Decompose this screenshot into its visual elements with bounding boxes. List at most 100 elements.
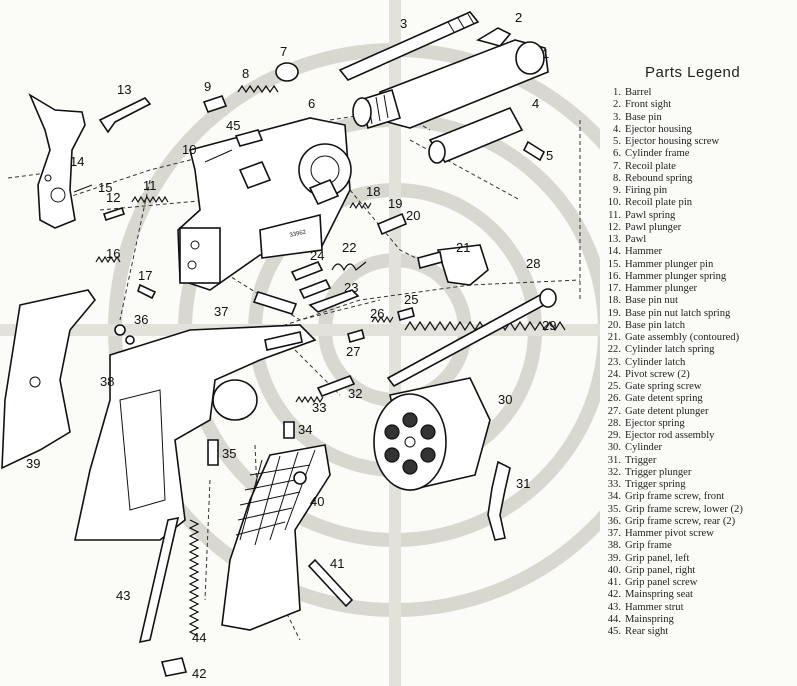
legend-item: 11.Pawl spring <box>598 210 797 222</box>
legend-item-label: Base pin nut latch spring <box>625 307 731 319</box>
callout-23: 23 <box>344 280 358 295</box>
legend-item-number: 45. <box>607 626 621 637</box>
legend-item-label: Grip panel screw <box>625 577 698 588</box>
callout-29: 29 <box>542 318 556 333</box>
mainspring-seat <box>160 657 188 677</box>
legend-item-label: Ejector housing screw <box>625 136 720 147</box>
mainspring <box>188 519 200 637</box>
legend-item: 16.Hammer plunger spring <box>598 271 797 283</box>
callout-43: 43 <box>116 588 130 603</box>
legend-item-number: 24. <box>607 368 621 380</box>
legend-item: 26.Gate detent spring <box>598 393 797 405</box>
legend-item-label: Trigger <box>625 454 657 466</box>
rear-sight <box>234 129 264 147</box>
legend-item: 4.Ejector housing <box>598 124 797 136</box>
legend-item-label: Gate detent plunger <box>625 405 709 417</box>
legend-item: 35.Grip frame screw, lower (2) <box>598 504 797 516</box>
legend-item: 10.Recoil plate pin <box>598 197 797 209</box>
legend-item-label: Cylinder latch spring <box>625 344 715 356</box>
legend-item: 28.Ejector spring <box>598 418 797 430</box>
callout-10: 10 <box>182 142 196 157</box>
legend-item-label: Base pin <box>625 111 662 123</box>
gate-detent-plunger <box>347 329 365 343</box>
legend-item: 23.Cylinder latch <box>598 357 797 369</box>
legend-item-label: Hammer pivot screw <box>625 528 714 539</box>
callout-34: 34 <box>298 422 312 437</box>
legend-item-number: 22. <box>607 344 621 356</box>
base-pin-latch <box>376 212 408 236</box>
legend-item: 5.Ejector housing screw <box>598 136 797 148</box>
legend-item-label: Ejector housing <box>625 123 692 135</box>
legend-item: 21.Gate assembly (contoured) <box>598 332 797 344</box>
legend-item-number: 3. <box>613 111 621 123</box>
cylinder-latch-spring <box>331 261 367 272</box>
legend-item-label: Grip frame <box>625 540 672 552</box>
legend-item-number: 6. <box>613 148 621 160</box>
legend-item-label: Hammer plunger <box>625 283 698 294</box>
legend-item-number: 19. <box>607 307 621 319</box>
legend-item: 30.Cylinder <box>598 442 797 454</box>
front-sight <box>475 27 512 47</box>
gate-assembly <box>417 244 489 286</box>
hammer-plunger-spring <box>95 255 121 264</box>
legend-item: 3. Base pin <box>598 112 797 124</box>
legend-item: 40.Grip panel, right <box>598 565 797 577</box>
callout-32: 32 <box>348 386 362 401</box>
callout-41: 41 <box>330 556 344 571</box>
legend-item: 32.Trigger plunger <box>598 467 797 479</box>
legend-item-label: Gate detent spring <box>625 393 703 405</box>
legend-item-number: 12. <box>607 221 621 233</box>
callout-13: 13 <box>117 82 131 97</box>
legend-item-label: Trigger plunger <box>625 466 692 478</box>
recoil-plate <box>275 62 299 82</box>
legend-item: 18.Base pin nut <box>598 295 797 307</box>
legend-item-label: Gate assembly (contoured) <box>625 332 740 343</box>
base-pin <box>338 11 480 81</box>
legend-item: 24.Pivot screw (2) <box>598 369 797 381</box>
legend-item-label: Hammer strut <box>625 601 684 613</box>
legend-item-label: Cylinder latch <box>625 356 686 368</box>
legend-item-number: 29. <box>607 430 621 441</box>
legend-item: 19. Base pin nut latch spring <box>598 308 797 320</box>
callout-35: 35 <box>222 446 236 461</box>
legend-item: 34.Grip frame screw, front <box>598 491 797 503</box>
legend-item-number: 18. <box>607 295 621 307</box>
legend-item-number: 42. <box>607 589 621 601</box>
base-pin-nut-latch-spring <box>349 201 372 210</box>
grip-frame <box>74 324 317 541</box>
legend-item-number: 30. <box>607 442 621 454</box>
callout-26: 26 <box>370 306 384 321</box>
trigger <box>487 460 511 541</box>
cylinder-latch <box>308 289 360 313</box>
legend-item-label: Pawl <box>625 234 647 245</box>
legend-item: 41.Grip panel screw <box>598 577 797 589</box>
legend-item-label: Grip frame screw, front <box>625 491 725 503</box>
hammer-plunger <box>137 283 157 300</box>
legend-item: 27.Gate detent plunger <box>598 406 797 418</box>
legend-item-label: Hammer plunger spring <box>625 270 727 282</box>
legend-item-label: Mainspring <box>625 613 674 625</box>
legend-item-number: 43. <box>607 601 621 613</box>
legend-item-number: 17. <box>607 283 621 294</box>
legend-title: Parts Legend <box>645 64 741 81</box>
ejector-housing <box>428 106 524 164</box>
callouts: 1 2 3 4 5 6 7 8 9 10 11 12 13 14 15 16 1… <box>26 10 556 681</box>
hammer-pivot-screw <box>252 291 298 315</box>
legend-item: 20.Base pin latch <box>598 320 797 332</box>
callout-27: 27 <box>346 344 360 359</box>
callout-24: 24 <box>310 248 324 263</box>
callout-20: 20 <box>406 208 420 223</box>
legend-item: 36.Grip frame screw, rear (2) <box>598 516 797 528</box>
callout-30: 30 <box>498 392 512 407</box>
legend-item-number: 36. <box>607 515 621 527</box>
barrel <box>352 39 549 130</box>
legend-item-label: Barrel <box>625 87 652 98</box>
legend-item: 31.Trigger <box>598 455 797 467</box>
callout-11: 11 <box>143 178 157 193</box>
legend-item: 22. Cylinder latch spring <box>598 344 797 356</box>
legend-item: 7.Recoil plate <box>598 161 797 173</box>
legend-item: 1.Barrel <box>598 87 797 99</box>
legend-item-number: 7. <box>613 160 621 172</box>
